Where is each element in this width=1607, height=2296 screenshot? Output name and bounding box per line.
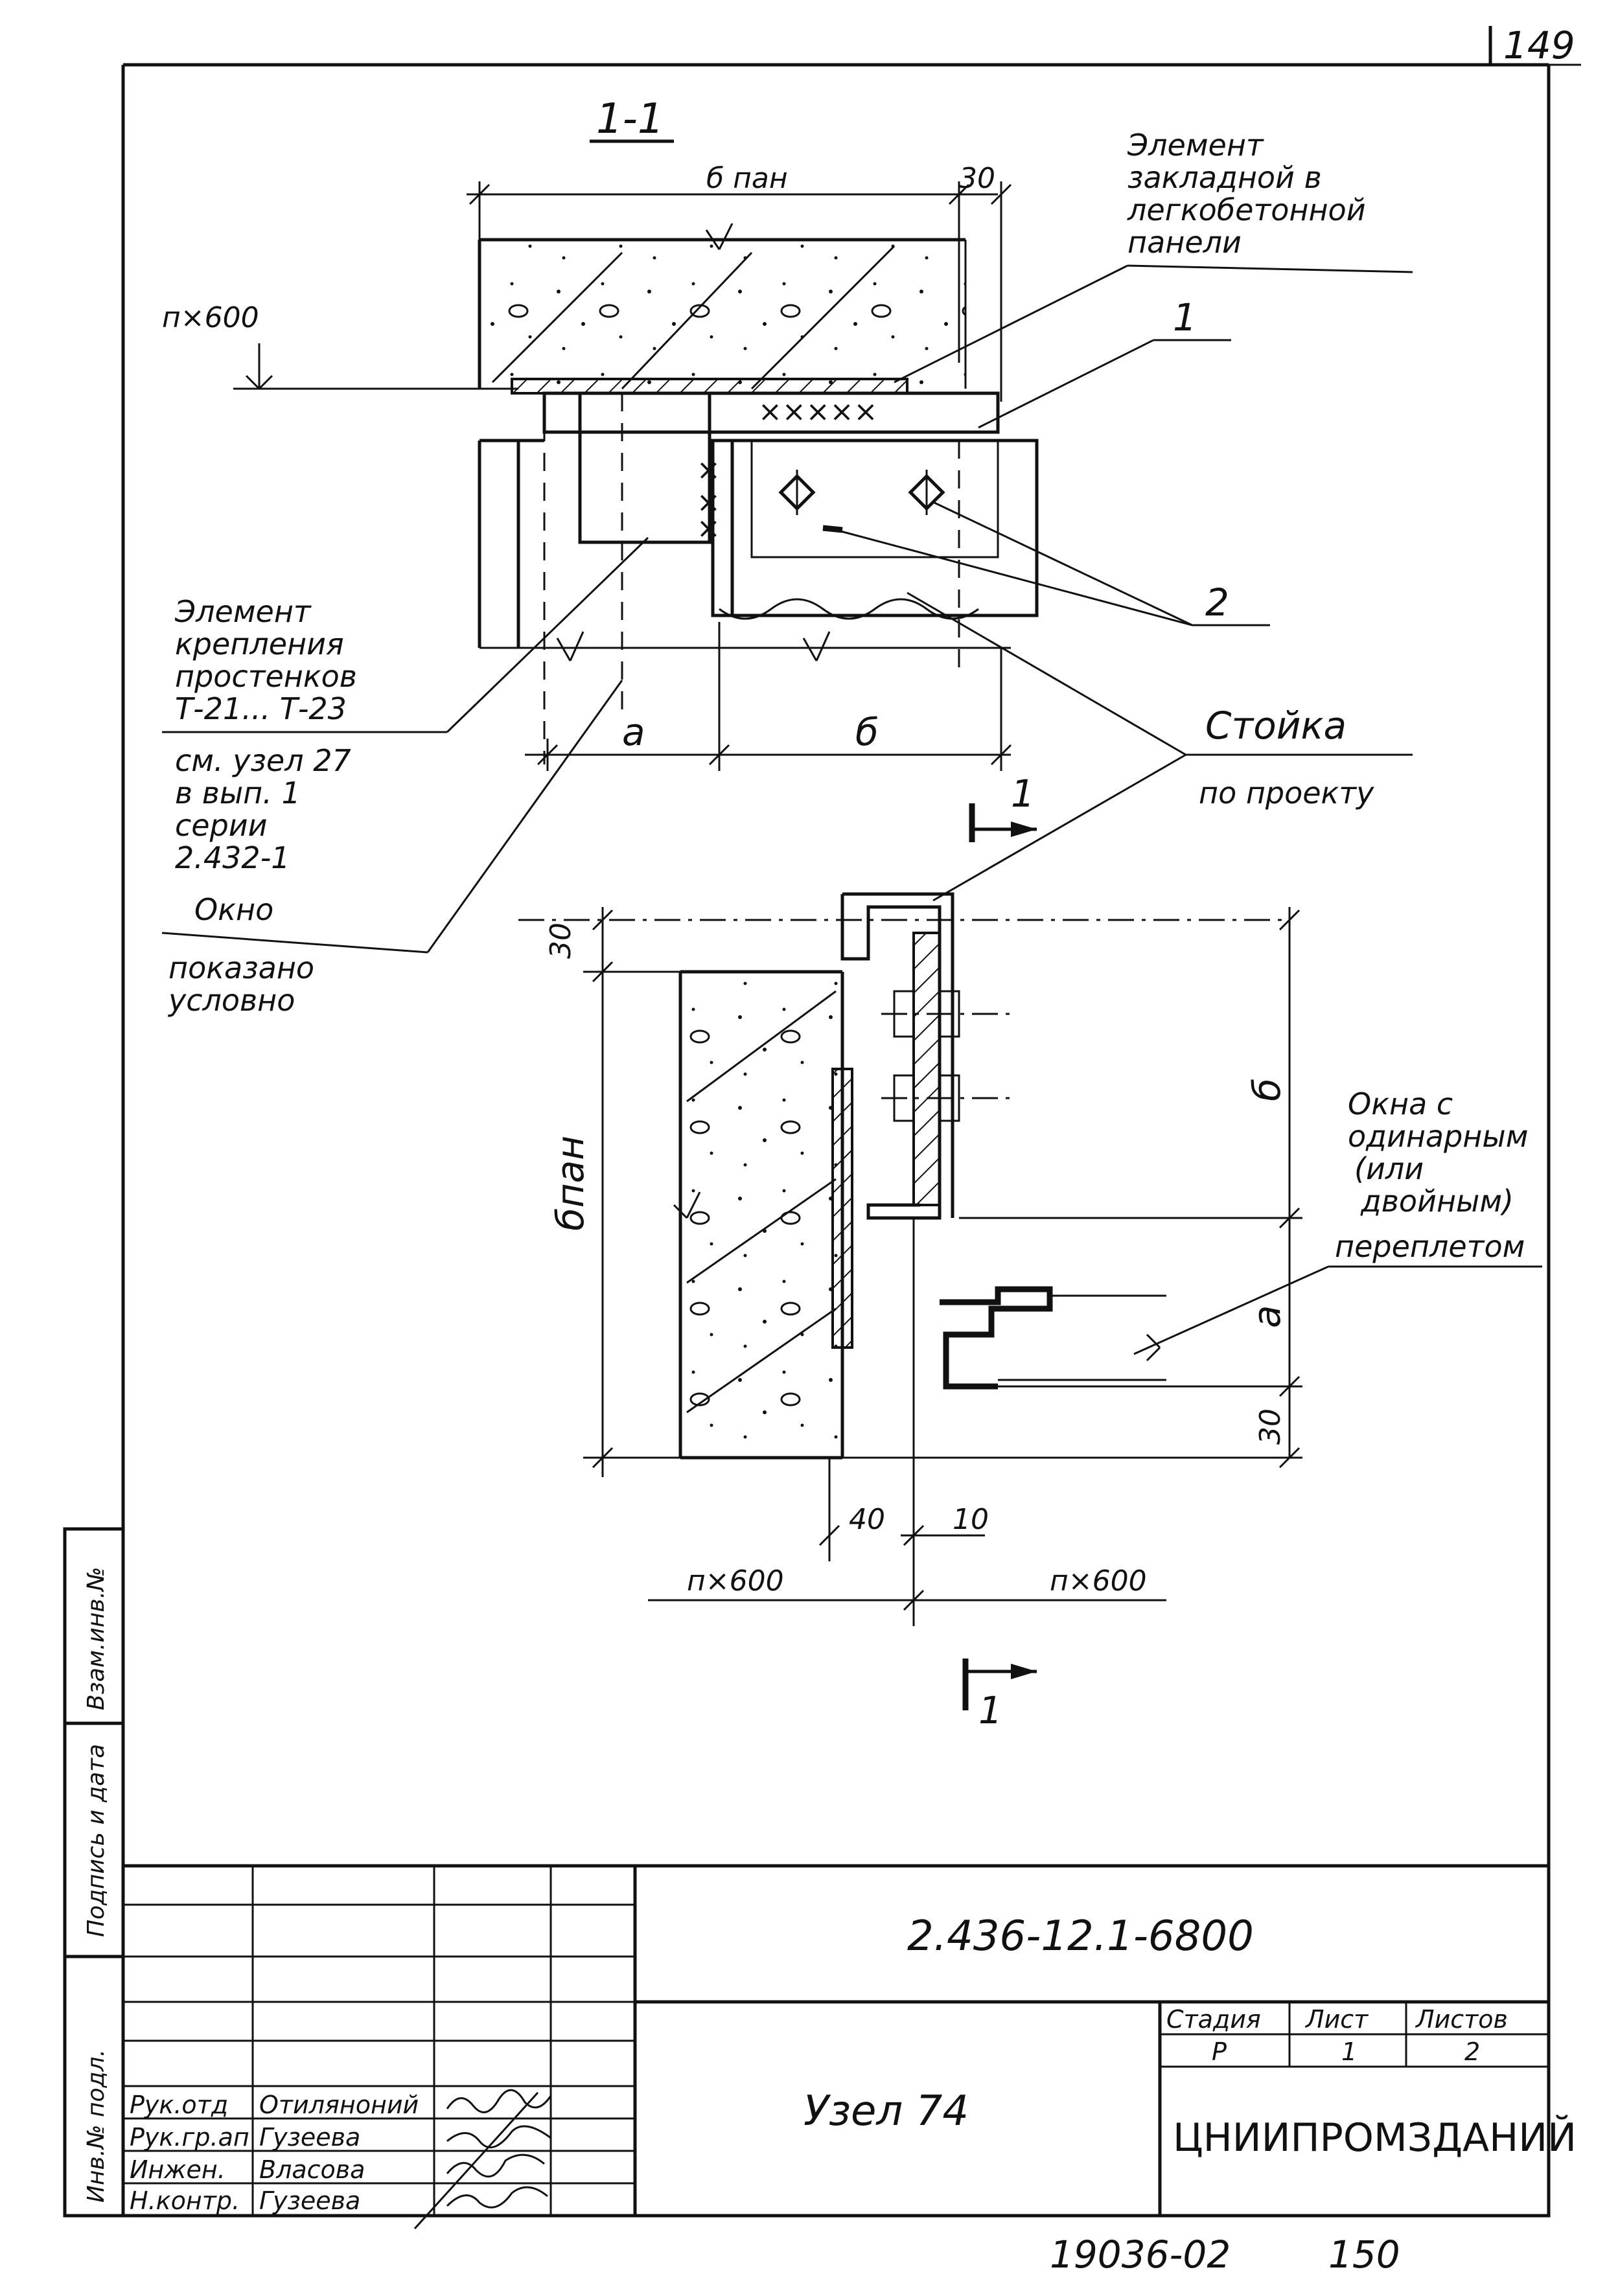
note-embedded-element: Элемент закладной в легкобетонной панели <box>894 128 1413 384</box>
role-3-name: Власова <box>259 2155 365 2184</box>
note-fastening-line-3: простенков <box>175 659 357 694</box>
weld-marks-side-3: × <box>697 512 721 545</box>
note-fastening-line-1: Элемент <box>174 594 312 629</box>
note-sash-line-2: одинарным <box>1348 1119 1528 1154</box>
dim-a-top: а <box>622 710 645 754</box>
weld-marks-side-2: × <box>697 486 721 519</box>
note-fastening-element: Элемент крепления простенков Т-21... Т-2… <box>162 536 649 875</box>
section-cut-bottom <box>962 1659 1037 1710</box>
dim-30-lower-right: 30 <box>1254 1408 1287 1445</box>
signature-4 <box>446 2186 548 2209</box>
side-stamp-replaces-inv: Взам.инв.№ <box>83 1567 110 1710</box>
stage-value: Р <box>1212 2038 1227 2066</box>
section-mark: 1-1 <box>596 95 664 143</box>
callout-pos-2: 2 <box>1205 580 1229 625</box>
archive-page: 150 <box>1328 2233 1400 2277</box>
weld-marks-side: × <box>697 453 721 487</box>
callout-pos-2-leader-b <box>932 501 1193 626</box>
elevation-section <box>518 892 1302 1626</box>
level-nx600-left: п×600 <box>687 1565 784 1598</box>
role-3: Инжен. <box>130 2155 225 2184</box>
role-1: Рук.отд <box>130 2091 228 2119</box>
dim-b-pan: б пан <box>706 162 788 195</box>
note-window-line-2: показано <box>168 950 314 985</box>
note-fastening-line-2: крепления <box>175 626 344 661</box>
note-window-line-3: условно <box>167 983 295 1018</box>
bolt-lower <box>881 1074 1011 1122</box>
section-cut-top <box>969 803 1037 842</box>
note-post-line-2: по проекту <box>1199 775 1374 810</box>
role-2-name: Гузеева <box>259 2123 360 2152</box>
callout-pos-1-leader <box>978 339 1154 429</box>
bolt-upper <box>881 990 1011 1038</box>
role-4-name: Гузеева <box>259 2187 360 2215</box>
level-nx600-right: п×600 <box>1050 1565 1147 1598</box>
sheet-value: 1 <box>1341 2038 1357 2066</box>
callout-pos-2-leader-a <box>835 529 1193 626</box>
note-sash-line-1: Окна с <box>1348 1086 1453 1121</box>
note-window-sash: Окна с одинарным (или двойным) переплето… <box>1133 1086 1542 1355</box>
archive-number: 19036-02 <box>1050 2233 1231 2277</box>
stage-header: Стадия <box>1166 2005 1261 2034</box>
note-embedded-line-1: Элемент <box>1127 128 1264 163</box>
note-sash-line-4: двойным) <box>1360 1184 1514 1219</box>
note-sash-line-5: переплетом <box>1335 1229 1525 1264</box>
signature-3 <box>446 2153 545 2177</box>
dim-b-vertical: б <box>1245 1078 1289 1101</box>
dim-b-pan-vertical: бпан <box>548 1136 592 1231</box>
note-embedded-line-3: легкобетонной <box>1127 192 1366 227</box>
sheet-header: Лист <box>1304 2005 1369 2034</box>
title-block <box>121 1864 1551 2218</box>
document-code: 2.436-12.1-6800 <box>907 1912 1254 1960</box>
note-reference-line-3: серии <box>175 808 268 843</box>
note-embedded-line-2: закладной в <box>1127 160 1322 195</box>
signature-1 <box>446 2089 552 2113</box>
note-reference-line-2: в вып. 1 <box>175 775 301 810</box>
drawing-title: Узел 74 <box>804 2087 969 2135</box>
note-post-line-1: Стойка <box>1205 704 1347 748</box>
note-reference-line-4: 2.432-1 <box>175 840 290 875</box>
role-4: Н.контр. <box>130 2187 240 2215</box>
side-stamp-signature-date: Подпись и дата <box>83 1744 110 1937</box>
organization-name: ЦНИИПРОМЗДАНИЙ <box>1173 2114 1577 2161</box>
dim-a-vertical: а <box>1245 1305 1289 1328</box>
dim-30-top: 30 <box>959 162 995 195</box>
sheets-value: 2 <box>1464 2038 1480 2066</box>
plan-section-1-1: ××××× × × × <box>233 181 1039 771</box>
role-2: Рук.гр.ап <box>130 2123 249 2152</box>
side-stamp-inv-original: Инв.№ подл. <box>83 2049 110 2203</box>
note-window-line-1: Окно <box>194 892 273 927</box>
note-fastening-line-4: Т-21... Т-23 <box>175 691 347 726</box>
section-cut-bottom-label: 1 <box>978 1688 1002 1732</box>
note-reference-line-1: см. узел 27 <box>175 743 351 778</box>
level-nx600-top: п×600 <box>162 301 259 334</box>
note-post: Стойка по проекту <box>907 591 1413 902</box>
note-window: Окно показано условно <box>161 680 623 1018</box>
page-number: 149 <box>1503 23 1575 67</box>
note-embedded-line-4: панели <box>1127 225 1242 260</box>
role-1-name: Отиляноний <box>259 2091 419 2119</box>
dim-10: 10 <box>953 1503 989 1536</box>
callout-pos-1: 1 <box>1173 295 1197 339</box>
signature-slash <box>413 2091 539 2230</box>
sheets-header: Листов <box>1415 2005 1508 2034</box>
signature-rows: Рук.отд Отиляноний Рук.гр.ап Гузеева Инж… <box>130 2089 552 2230</box>
weld-marks-top: ××××× <box>758 395 877 428</box>
dim-30-upper-left: 30 <box>544 923 577 959</box>
signature-2 <box>446 2125 551 2148</box>
section-cut-top-label: 1 <box>1011 772 1035 816</box>
note-sash-line-3: (или <box>1354 1151 1424 1186</box>
dim-40: 40 <box>849 1503 885 1536</box>
dim-b-top: б <box>855 710 879 754</box>
